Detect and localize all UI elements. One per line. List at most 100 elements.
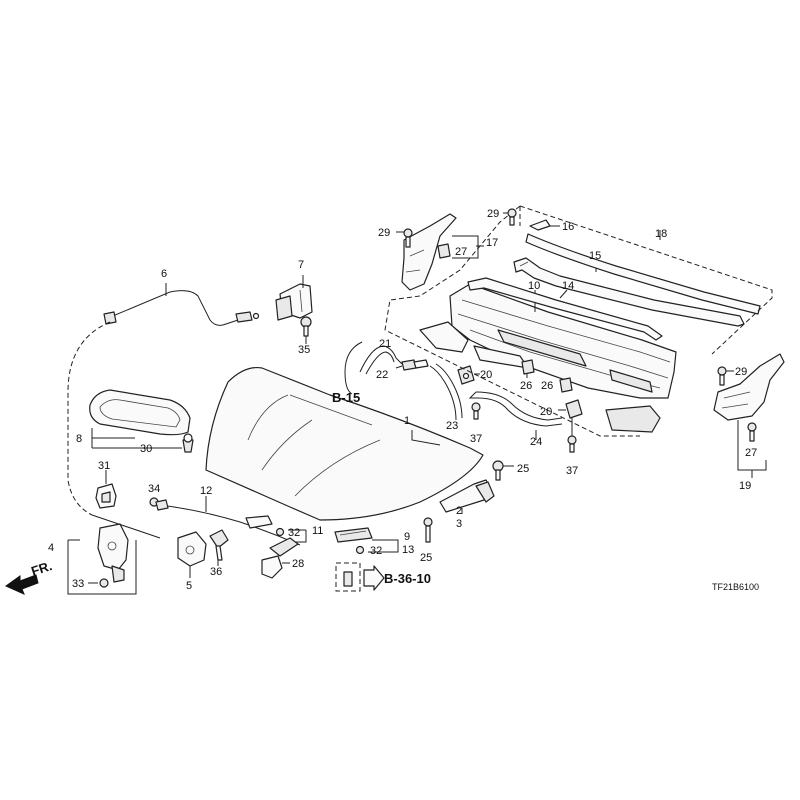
callout-37-b: 37 (566, 465, 578, 477)
callout-4: 4 (48, 542, 54, 554)
bracket-clip-27-a[interactable] (437, 243, 451, 259)
leader-1 (411, 430, 441, 446)
seal-clip-32[interactable] (355, 545, 365, 555)
bracket-clip-29-a[interactable] (403, 228, 413, 248)
callout-3: 3 (456, 518, 462, 530)
callout-6: 6 (161, 268, 167, 280)
lock-bolt-33[interactable] (99, 578, 109, 588)
callout-35: 35 (298, 344, 310, 356)
cowl-seal-16[interactable] (529, 219, 551, 231)
callout-28: 28 (292, 558, 304, 570)
washer-joint-22[interactable] (401, 359, 429, 371)
cowl-side-bracket-left[interactable] (401, 213, 457, 291)
callout-29-a: 29 (378, 227, 390, 239)
hood-lock-assy[interactable] (97, 523, 129, 583)
callout-1: 1 (404, 415, 410, 427)
callout-11: 11 (312, 525, 323, 537)
washer-tube-21[interactable] (359, 345, 403, 375)
b15-bracket (344, 341, 363, 395)
hood-opener-cable[interactable] (103, 290, 260, 326)
bracket-4 (67, 539, 137, 595)
callout-21: 21 (379, 338, 391, 350)
callout-29-c: 29 (735, 366, 747, 378)
callout-32-b: 32 (370, 545, 382, 557)
cowl-clip-26-right[interactable] (559, 377, 573, 393)
washer-tube-24[interactable] (468, 391, 563, 427)
callout-23: 23 (446, 420, 458, 432)
direction-label: FR. (29, 558, 54, 579)
hood-hinge[interactable] (275, 283, 313, 321)
callout-26-a: 26 (520, 380, 532, 392)
bracket-17 (452, 235, 484, 259)
washer-nozzle-20-a[interactable] (457, 365, 475, 385)
support-bolt-25-upper[interactable] (492, 460, 504, 481)
callout-27-b: 27 (745, 447, 757, 459)
callout-25-b: 25 (420, 552, 432, 564)
cowl-side-bracket-right[interactable] (713, 353, 785, 421)
clip-37-right[interactable] (567, 435, 577, 453)
ref-box-b3610 (335, 562, 385, 592)
hood-seal-clip-11[interactable] (245, 515, 285, 537)
callout-7: 7 (298, 259, 304, 271)
callout-33: 33 (72, 578, 84, 590)
callout-17: 17 (486, 237, 498, 249)
callout-30: 30 (140, 443, 152, 455)
bracket-19 (737, 420, 767, 478)
washer-nozzle-20-b[interactable] (565, 399, 583, 419)
group-outline-18 (384, 205, 773, 437)
bracket-9-13 (368, 539, 399, 553)
hood-seal-9[interactable] (334, 527, 373, 543)
bracket-8-30 (91, 428, 182, 449)
callout-29-b: 29 (487, 208, 499, 220)
callout-24: 24 (530, 436, 542, 448)
callout-9: 9 (404, 531, 410, 543)
hood-panel[interactable] (205, 366, 484, 521)
cowl-rubber-strip[interactable] (525, 233, 761, 315)
ref-label-b15: B-15 (332, 390, 360, 405)
callout-10: 10 (528, 280, 540, 292)
callout-34: 34 (148, 483, 160, 495)
callout-37-a: 37 (470, 433, 482, 445)
leader-22 (395, 365, 403, 369)
washer-tube-23[interactable] (429, 363, 463, 421)
clip-37-left[interactable] (471, 402, 481, 420)
leader-14 (559, 289, 568, 299)
callout-16: 16 (562, 221, 574, 233)
hood-opener-handle[interactable] (261, 537, 299, 579)
cowl-clip-26-left[interactable] (521, 359, 535, 375)
latch-bolt-36[interactable] (209, 529, 229, 561)
insulator-clip-30[interactable] (182, 433, 194, 453)
callout-27-a: 27 (455, 246, 467, 258)
callout-31: 31 (98, 460, 110, 472)
hood-insulator[interactable] (89, 389, 191, 436)
callout-36: 36 (210, 566, 222, 578)
cowl-front-panel[interactable] (419, 321, 529, 369)
cowl-side-cover[interactable] (605, 405, 661, 433)
callout-20-b: 20 (540, 406, 552, 418)
bracket-clip-29-c[interactable] (717, 366, 727, 386)
hinge-bolt-35[interactable] (300, 316, 312, 337)
callout-20-a: 20 (480, 369, 492, 381)
callout-12: 12 (200, 485, 212, 497)
hood-latch[interactable] (177, 531, 207, 567)
callout-8: 8 (76, 433, 82, 445)
callout-18: 18 (655, 228, 667, 240)
hood-support-rod[interactable] (439, 479, 495, 513)
callout-22: 22 (376, 369, 388, 381)
callout-32-a: 32 (288, 527, 300, 539)
bracket-clip-29-b[interactable] (507, 208, 517, 226)
callout-14: 14 (562, 280, 574, 292)
support-bolt-25-lower[interactable] (423, 517, 433, 543)
hood-release-cable[interactable] (91, 499, 301, 546)
cowl-seal-14[interactable] (467, 277, 663, 341)
callout-25-a: 25 (517, 463, 529, 475)
callout-2: 2 (456, 505, 462, 517)
cowl-top-10[interactable] (449, 283, 677, 399)
bracket-clip-27-b[interactable] (747, 422, 757, 442)
cowl-seal-15[interactable] (513, 257, 745, 327)
callout-5: 5 (186, 580, 192, 592)
hood-striker[interactable] (95, 483, 117, 509)
callout-26-b: 26 (541, 380, 553, 392)
cable-route-left (67, 321, 111, 516)
